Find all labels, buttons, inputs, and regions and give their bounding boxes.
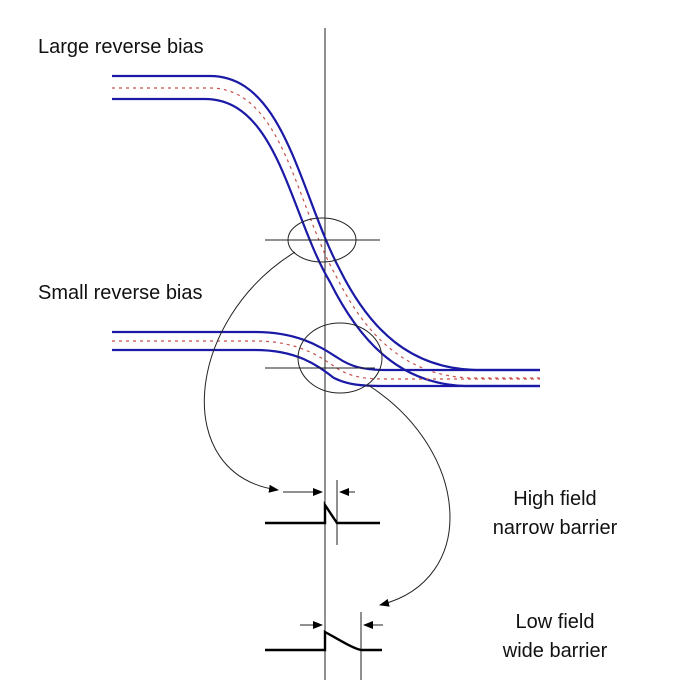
small-bias-zoom-marker [265, 322, 383, 394]
small-reverse-bias-label: Small reverse bias [38, 282, 203, 304]
high-field-text: High field [513, 488, 597, 510]
high-field-narrow-barrier-label: High field narrow barrier [475, 488, 635, 540]
large-bias-conduction-band [112, 74, 540, 372]
large-bias-valence-band [112, 97, 540, 388]
wide-barrier-text: wide barrier [502, 640, 608, 662]
narrow-barrier-text: narrow barrier [492, 517, 618, 539]
small-bias-conduction-band [112, 330, 540, 372]
narrow-barrier-profile [265, 448, 380, 545]
small-bias-fermi-level [112, 340, 540, 380]
leader-arrow-low-field [367, 384, 451, 607]
large-reverse-bias-label: Large reverse bias [38, 36, 204, 58]
large-bias-fermi-level [112, 87, 540, 379]
low-field-text: Low field [515, 611, 595, 633]
wide-barrier-profile [265, 545, 383, 680]
large-bias-zoom-marker [265, 217, 380, 263]
low-field-wide-barrier-label: Low field wide barrier [475, 611, 635, 663]
leader-arrow-high-field [203, 251, 296, 493]
large-bias-bands [112, 74, 540, 388]
